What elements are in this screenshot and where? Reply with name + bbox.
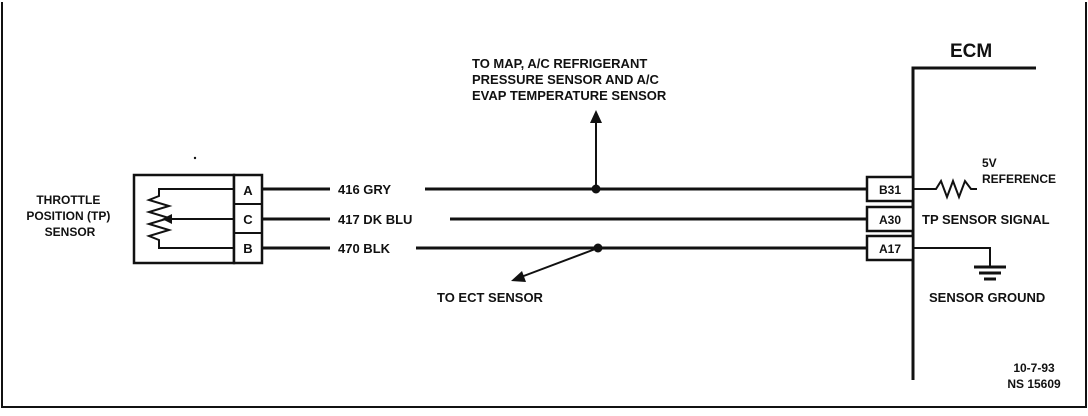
- tp-sensor-label-line: SENSOR: [45, 225, 96, 239]
- ecm-outline: [911, 66, 1036, 380]
- ecm-pin-a30: A30: [879, 213, 901, 227]
- map-note: TO MAP, A/C REFRIGERANT PRESSURE SENSOR …: [472, 56, 667, 103]
- map-note-line: TO MAP, A/C REFRIGERANT: [472, 56, 647, 71]
- tp-pin-a: A: [243, 183, 253, 198]
- tp-pin-b: B: [243, 241, 252, 256]
- tp-sensor-label-line: THROTTLE: [36, 193, 100, 207]
- ect-branch-arrowhead: [511, 271, 526, 282]
- stamp-code: NS 15609: [1007, 377, 1061, 391]
- ecm-pin-a17: A17: [879, 242, 901, 256]
- ect-branch-line: [520, 247, 599, 278]
- tp-wiper-arrowhead: [162, 214, 172, 224]
- tp-signal-label: TP SENSOR SIGNAL: [922, 212, 1050, 227]
- sensor-ground: SENSOR GROUND: [913, 247, 1045, 305]
- wire-label-417-dk-blu: 417 DK BLU: [338, 212, 412, 227]
- reference-resistor: 5V REFERENCE: [913, 156, 1056, 200]
- map-note-line: EVAP TEMPERATURE SENSOR: [472, 88, 667, 103]
- stamp-date: 10-7-93: [1013, 361, 1055, 375]
- map-splice: TO MAP, A/C REFRIGERANT PRESSURE SENSOR …: [472, 56, 667, 194]
- ecm-title: ECM: [950, 41, 992, 62]
- wire-417-dk-blu: 417 DK BLU: [262, 212, 867, 227]
- ect-splice: TO ECT SENSOR: [437, 243, 603, 305]
- map-branch-arrowhead: [590, 110, 602, 123]
- wire-label-416-gry: 416 GRY: [338, 182, 391, 197]
- reference-label-line: REFERENCE: [982, 172, 1056, 186]
- wire-470-blk: 470 BLK: [262, 241, 867, 256]
- wire-label-470-blk: 470 BLK: [338, 241, 391, 256]
- reference-resistor-symbol: [913, 178, 977, 200]
- stray-dot: [193, 156, 197, 160]
- reference-label-line: 5V: [982, 156, 997, 170]
- ecm-connector: B31 A30 A17: [865, 175, 915, 262]
- document-stamp: 10-7-93 NS 15609: [1007, 361, 1061, 391]
- ecm-pin-a17-box: [865, 234, 915, 262]
- tp-sensor-label-line: POSITION (TP): [26, 209, 110, 223]
- wire-416-gry: 416 GRY: [262, 182, 867, 197]
- tp-pin-c: C: [243, 212, 253, 227]
- map-note-line: PRESSURE SENSOR AND A/C: [472, 72, 659, 87]
- ect-note: TO ECT SENSOR: [437, 290, 544, 305]
- ecm-pin-b31: B31: [879, 183, 901, 197]
- reference-label: 5V REFERENCE: [982, 156, 1056, 186]
- ecm-module: ECM: [911, 41, 1036, 380]
- diagram-frame: [1, 2, 1087, 408]
- tp-sensor-label: THROTTLE POSITION (TP) SENSOR: [26, 193, 113, 239]
- tp-sensor: A C B THROTTLE POSITION (TP) SENSOR: [26, 173, 264, 265]
- sensor-ground-label: SENSOR GROUND: [929, 290, 1045, 305]
- ground-wire: [913, 247, 991, 266]
